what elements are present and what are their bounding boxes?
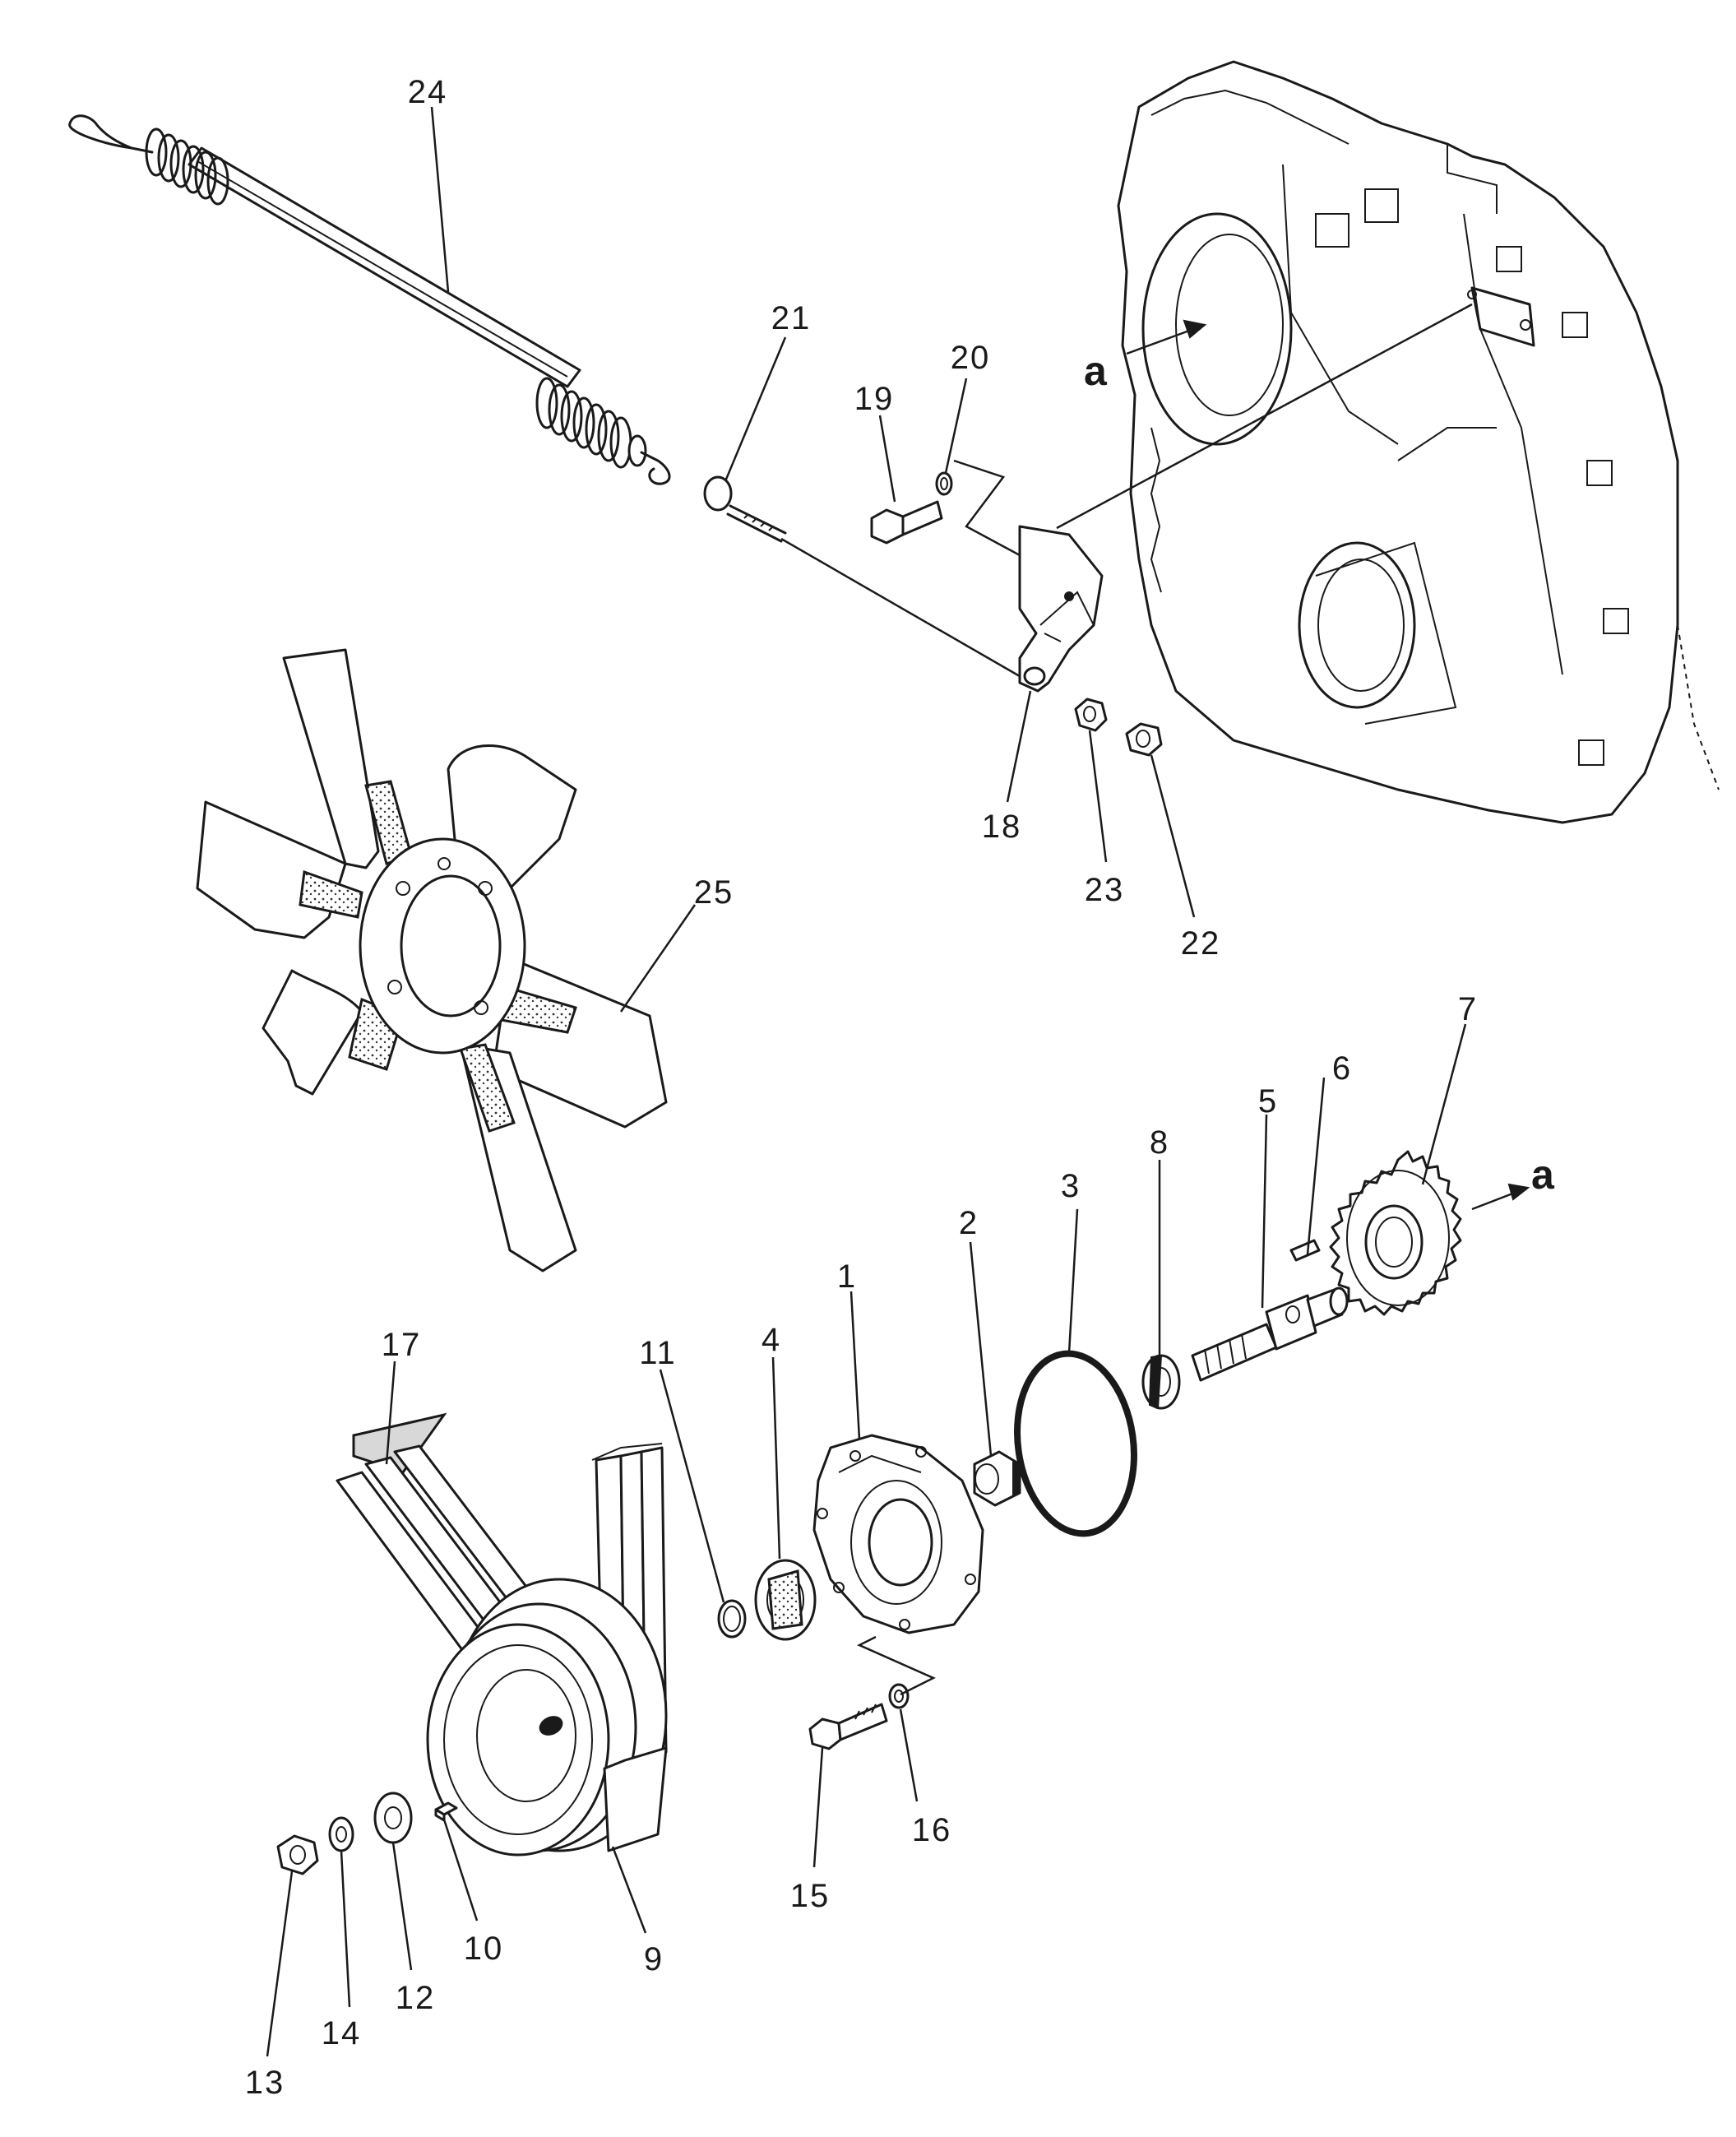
callout-5: 5 <box>1258 1083 1278 1119</box>
thrust-collar <box>1141 1354 1181 1410</box>
callout-18: 18 <box>982 809 1022 845</box>
callout-19: 19 <box>854 381 895 417</box>
callout-17: 17 <box>382 1327 422 1363</box>
callout-21: 21 <box>771 300 812 336</box>
callout-6: 6 <box>1332 1050 1352 1087</box>
spacer-collar <box>1074 698 1108 732</box>
callout-16: 16 <box>912 1812 952 1848</box>
callout-leaders <box>266 106 1467 2057</box>
snap-ring <box>717 1599 747 1639</box>
callout-15: 15 <box>790 1878 831 1914</box>
callout-23: 23 <box>1085 872 1125 908</box>
bushing <box>973 1450 1021 1507</box>
idler-housing <box>812 1434 984 1634</box>
crankshaft-pulley <box>426 1578 668 1857</box>
callout-7: 7 <box>1458 991 1478 1027</box>
idler-gear <box>1329 1150 1462 1316</box>
callout-25: 25 <box>694 874 734 911</box>
callout-24: 24 <box>408 74 448 110</box>
housing-bolt <box>808 1703 888 1750</box>
gear-case-housing <box>1117 60 1720 824</box>
ball-bearing <box>754 1559 817 1641</box>
callout-9: 9 <box>644 1941 664 1977</box>
housing-washer <box>888 1683 910 1709</box>
reference-mark-a-housing: a <box>1084 348 1108 394</box>
pulley-nut <box>276 1834 319 1875</box>
bracket-assembly-line <box>1056 303 1473 530</box>
callout-20: 20 <box>951 340 991 376</box>
callout-11: 11 <box>639 1335 677 1371</box>
shaft-key <box>1289 1239 1321 1262</box>
callout-22: 22 <box>1181 925 1221 962</box>
callout-8: 8 <box>1150 1124 1169 1161</box>
tension-spring-rod <box>68 114 671 485</box>
callout-2: 2 <box>959 1205 979 1241</box>
cooling-fan <box>196 648 668 1272</box>
o-ring <box>1014 1350 1137 1537</box>
pulley-key <box>434 1801 458 1822</box>
bolt-assembly-line <box>953 459 1021 557</box>
idler-shaft <box>1191 1286 1349 1382</box>
callout-4: 4 <box>762 1322 781 1358</box>
eye-bolt-assembly-line <box>780 537 1025 680</box>
hex-nut-bracket <box>1125 722 1163 757</box>
eye-bolt <box>703 475 787 543</box>
thrust-washer <box>373 1792 413 1844</box>
reference-mark-a-gear: a <box>1531 1152 1555 1198</box>
spring-bracket <box>1018 525 1104 693</box>
callout-1: 1 <box>837 1259 857 1295</box>
lock-washer <box>935 471 953 496</box>
housing-bolt-assembly-line <box>857 1635 936 1696</box>
callout-12: 12 <box>396 1980 436 2016</box>
housing-reference-arrow: a <box>1084 319 1207 394</box>
callout-3: 3 <box>1061 1168 1081 1204</box>
callout-labels: 24 21 19 20 18 23 22 25 7 6 5 8 3 2 1 4 … <box>245 74 1478 2101</box>
callout-10: 10 <box>464 1931 504 1967</box>
pulley-lock-washer <box>328 1816 354 1852</box>
bracket-bolt <box>870 500 943 545</box>
callout-13: 13 <box>245 2065 285 2101</box>
gear-reference-arrow: a <box>1471 1152 1555 1211</box>
callout-14: 14 <box>322 2015 362 2051</box>
